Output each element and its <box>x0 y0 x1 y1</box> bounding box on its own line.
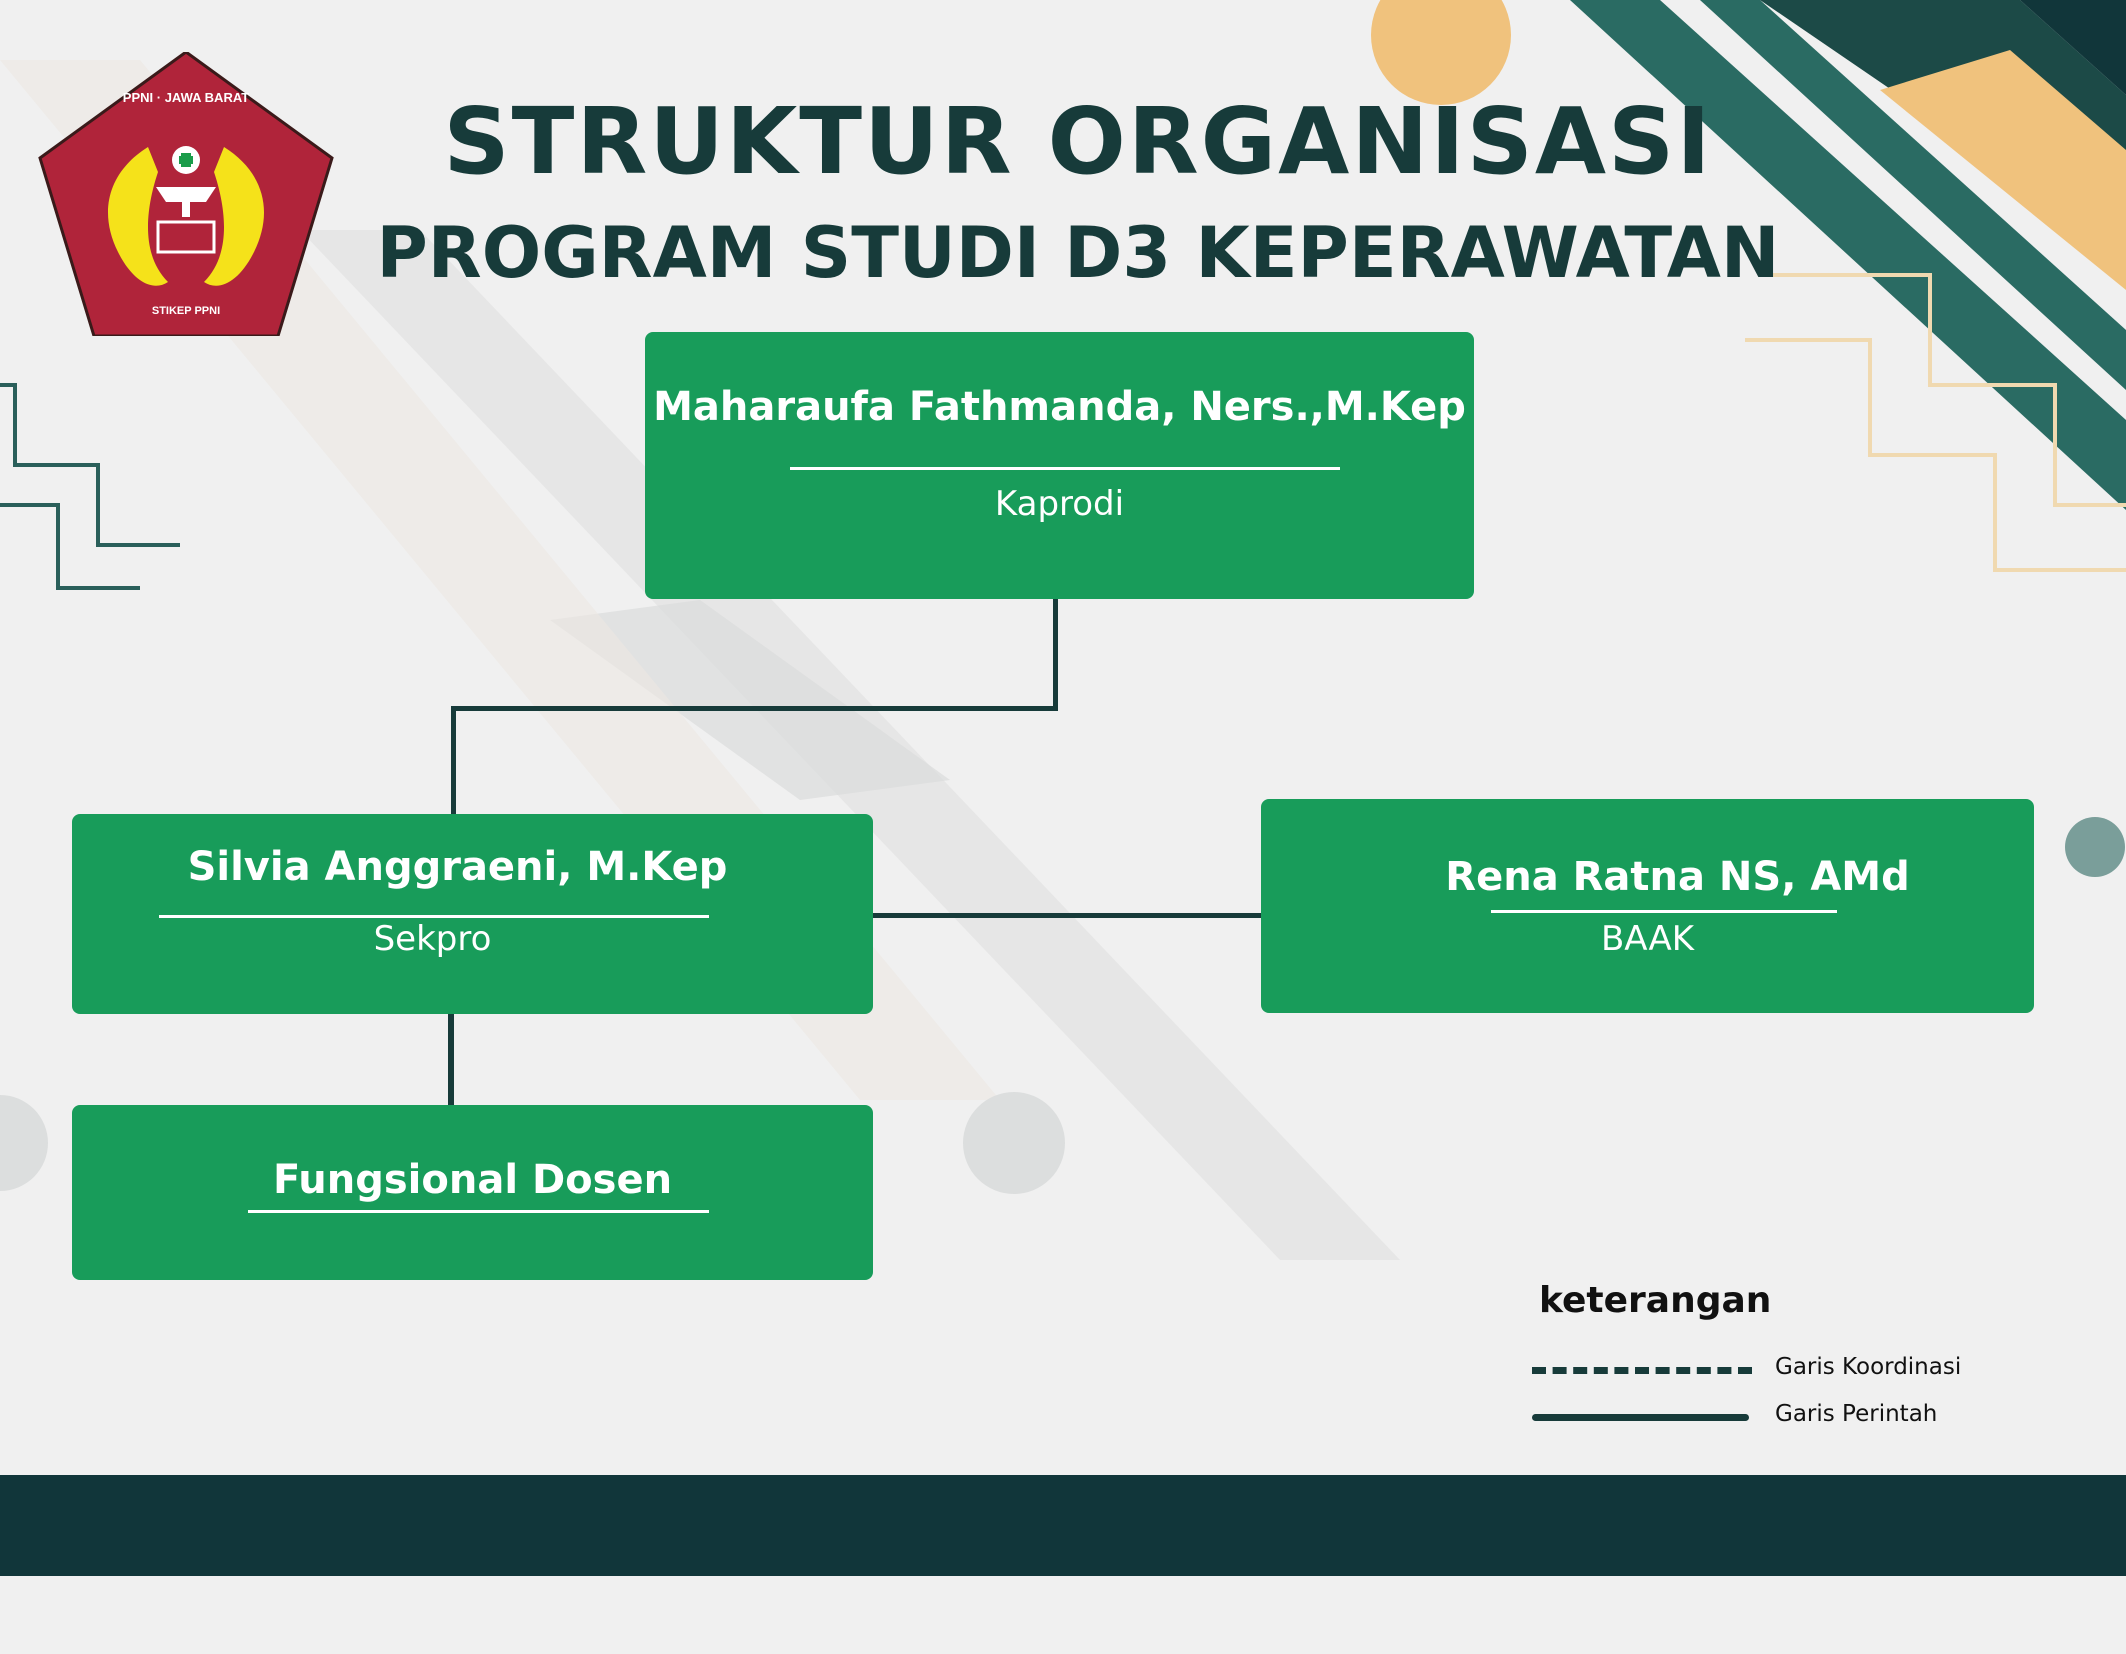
baak-box: Rena Ratna NS, AMd BAAK <box>1261 799 2034 1013</box>
dosen-name: Fungsional Dosen <box>272 1157 673 1203</box>
baak-role: BAAK <box>1600 919 1695 959</box>
legend-title: keterangan <box>1539 1280 1772 1321</box>
divider <box>159 915 709 918</box>
fungsional-dosen-box: Fungsional Dosen <box>72 1105 873 1280</box>
logo-text: PPNI · JAWA BARAT <box>123 90 249 105</box>
sekpro-name: Silvia Anggraeni, M.Kep <box>187 844 728 890</box>
divider <box>1491 910 1837 913</box>
sekpro-role: Sekpro <box>373 919 492 959</box>
page-title: STRUKTUR ORGANISASI <box>443 88 1713 195</box>
kaprodi-role: Kaprodi <box>994 484 1125 524</box>
command-line <box>873 913 1261 918</box>
footer-band <box>0 1475 2126 1576</box>
command-line <box>448 1010 454 1105</box>
baak-name: Rena Ratna NS, AMd <box>1445 854 1910 900</box>
page-subtitle: PROGRAM STUDI D3 KEPERAWATAN <box>376 212 1780 294</box>
divider <box>790 467 1340 470</box>
command-line <box>451 706 1058 711</box>
divider <box>248 1210 709 1213</box>
solid-line-sample <box>1532 1414 1749 1421</box>
stikep-ppni-logo: PPNI · JAWA BARAT STIKEP PPNI <box>38 52 334 336</box>
command-line <box>1053 599 1058 711</box>
legend-label: Garis Perintah <box>1775 1401 1938 1427</box>
dashed-line-sample <box>1532 1367 1752 1374</box>
sekpro-box: Silvia Anggraeni, M.Kep Sekpro <box>72 814 873 1014</box>
legend-label: Garis Koordinasi <box>1775 1354 1962 1380</box>
logo-text: STIKEP PPNI <box>152 305 220 317</box>
kaprodi-box: Maharaufa Fathmanda, Ners.,M.Kep Kaprodi <box>645 332 1474 599</box>
command-line <box>451 706 456 814</box>
kaprodi-name: Maharaufa Fathmanda, Ners.,M.Kep <box>653 384 1466 430</box>
